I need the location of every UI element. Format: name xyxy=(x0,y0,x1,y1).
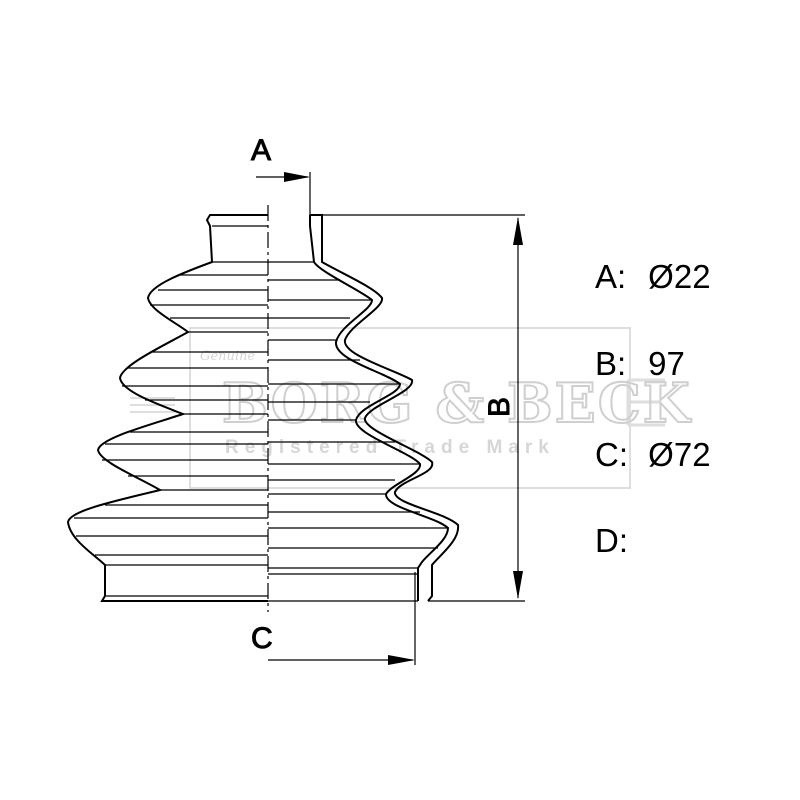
dimension-b: B xyxy=(322,214,525,602)
section-rib-lines xyxy=(268,261,448,602)
dimension-c: C xyxy=(251,572,416,665)
boot-right-half-section xyxy=(268,214,460,602)
brand-watermark: Genuine BORG & BECK Registered Trade Mar… xyxy=(130,327,692,489)
spec-c-value: Ø72 xyxy=(648,436,711,473)
dimension-c-arrowhead xyxy=(388,655,415,665)
spec-a-key: A: xyxy=(595,258,627,295)
section-outer-wall xyxy=(310,214,460,602)
dimension-a-label: A xyxy=(251,134,271,167)
dimension-b-arrowhead-bottom xyxy=(513,571,523,599)
dimension-c-label: C xyxy=(251,622,273,655)
spec-a-value: Ø22 xyxy=(648,258,711,295)
watermark-registered-text: Registered Trade Mark xyxy=(225,437,555,458)
dimension-a: A xyxy=(251,134,311,215)
spec-d: D: xyxy=(595,522,639,560)
spec-d-key: D: xyxy=(595,522,628,559)
spec-c: C: Ø72 xyxy=(595,436,711,474)
dimension-b-arrowhead-top xyxy=(513,217,523,245)
boot-left-half xyxy=(66,214,268,602)
spec-b: B: 97 xyxy=(595,345,685,383)
dimension-a-arrowhead xyxy=(284,172,310,182)
spec-a: A: Ø22 xyxy=(595,258,711,296)
spec-c-key: C: xyxy=(595,436,628,473)
spec-b-value: 97 xyxy=(648,345,685,382)
watermark-brand-text: BORG & BECK xyxy=(222,371,692,435)
boot-rib-lines xyxy=(74,225,268,597)
boot-outer-outline xyxy=(66,214,268,602)
watermark-genuine-text: Genuine xyxy=(200,349,255,364)
dimension-b-label: B xyxy=(483,397,516,417)
spec-b-key: B: xyxy=(595,345,627,382)
